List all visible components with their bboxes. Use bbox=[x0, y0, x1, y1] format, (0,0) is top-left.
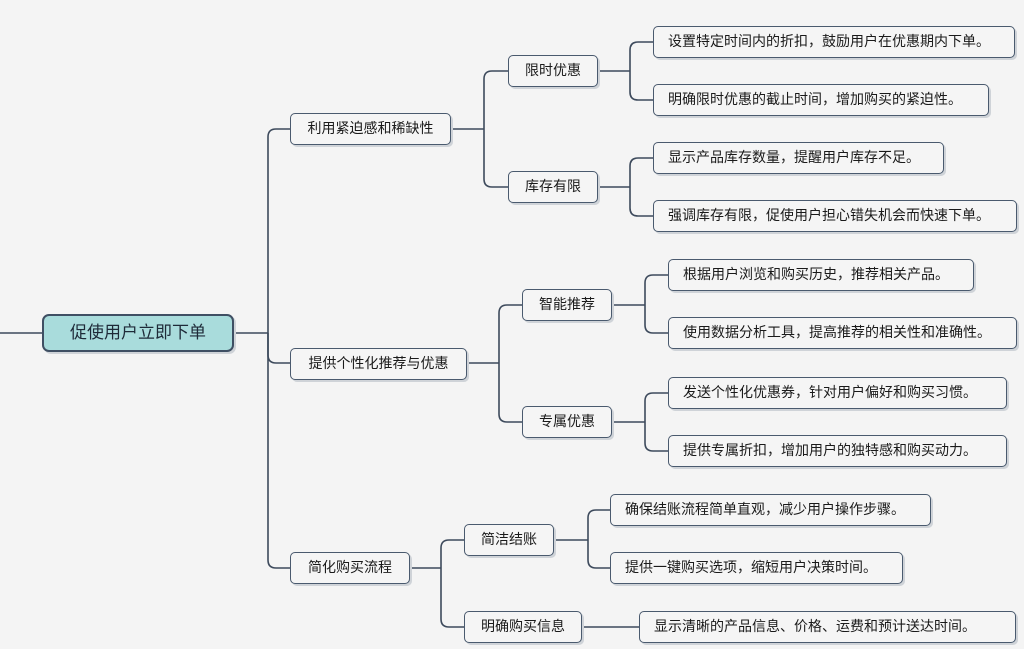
root-node[interactable]: 促使用户立即下单 bbox=[42, 314, 234, 352]
connector-line bbox=[644, 422, 668, 452]
sub-node-simple-checkout[interactable]: 简洁结账 bbox=[464, 524, 554, 556]
connector-line bbox=[629, 157, 653, 187]
connector-line bbox=[267, 128, 290, 333]
detail-node[interactable]: 根据用户浏览和购买历史，推荐相关产品。 bbox=[668, 259, 974, 291]
connector-line bbox=[440, 568, 464, 628]
connector-line bbox=[483, 70, 508, 129]
detail-node[interactable]: 提供一键购买选项，缩短用户决策时间。 bbox=[610, 552, 903, 584]
detail-node[interactable]: 使用数据分析工具，提高推荐的相关性和准确性。 bbox=[668, 317, 1017, 349]
sub-node-limited-time[interactable]: 限时优惠 bbox=[508, 55, 598, 87]
detail-node[interactable]: 发送个性化优惠券，针对用户偏好和购买习惯。 bbox=[668, 377, 1007, 409]
connector-line bbox=[267, 333, 290, 364]
connector-line bbox=[498, 363, 522, 423]
connector-line bbox=[267, 333, 290, 569]
sub-node-clear-info[interactable]: 明确购买信息 bbox=[464, 611, 582, 643]
branch-node-simplify[interactable]: 简化购买流程 bbox=[290, 552, 410, 584]
connector-line bbox=[498, 304, 522, 363]
sub-node-smart-recommend[interactable]: 智能推荐 bbox=[522, 289, 612, 321]
detail-node[interactable]: 提供专属折扣，增加用户的独特感和购买动力。 bbox=[668, 435, 1007, 467]
branch-node-personalization[interactable]: 提供个性化推荐与优惠 bbox=[290, 348, 467, 380]
connector-line bbox=[483, 129, 508, 188]
connector-line bbox=[644, 305, 668, 334]
detail-node[interactable]: 设置特定时间内的折扣，鼓励用户在优惠期内下单。 bbox=[653, 26, 1015, 58]
connector-line bbox=[644, 274, 668, 305]
branch-node-urgency[interactable]: 利用紧迫感和稀缺性 bbox=[290, 113, 451, 145]
detail-node[interactable]: 显示清晰的产品信息、价格、运费和预计送达时间。 bbox=[639, 611, 1016, 643]
detail-node[interactable]: 强调库存有限，促使用户担心错失机会而快速下单。 bbox=[653, 200, 1017, 232]
connector-line bbox=[440, 539, 464, 568]
connector-line bbox=[587, 540, 610, 569]
connector-line bbox=[644, 392, 668, 422]
connector-line bbox=[629, 41, 653, 71]
detail-node[interactable]: 显示产品库存数量，提醒用户库存不足。 bbox=[653, 142, 944, 174]
detail-node[interactable]: 明确限时优惠的截止时间，增加购买的紧迫性。 bbox=[653, 84, 989, 116]
sub-node-exclusive-offer[interactable]: 专属优惠 bbox=[522, 406, 612, 438]
connector-line bbox=[629, 71, 653, 101]
sub-node-limited-stock[interactable]: 库存有限 bbox=[508, 171, 598, 203]
connector-line bbox=[629, 187, 653, 217]
connector-line bbox=[587, 509, 610, 540]
detail-node[interactable]: 确保结账流程简单直观，减少用户操作步骤。 bbox=[610, 494, 931, 526]
